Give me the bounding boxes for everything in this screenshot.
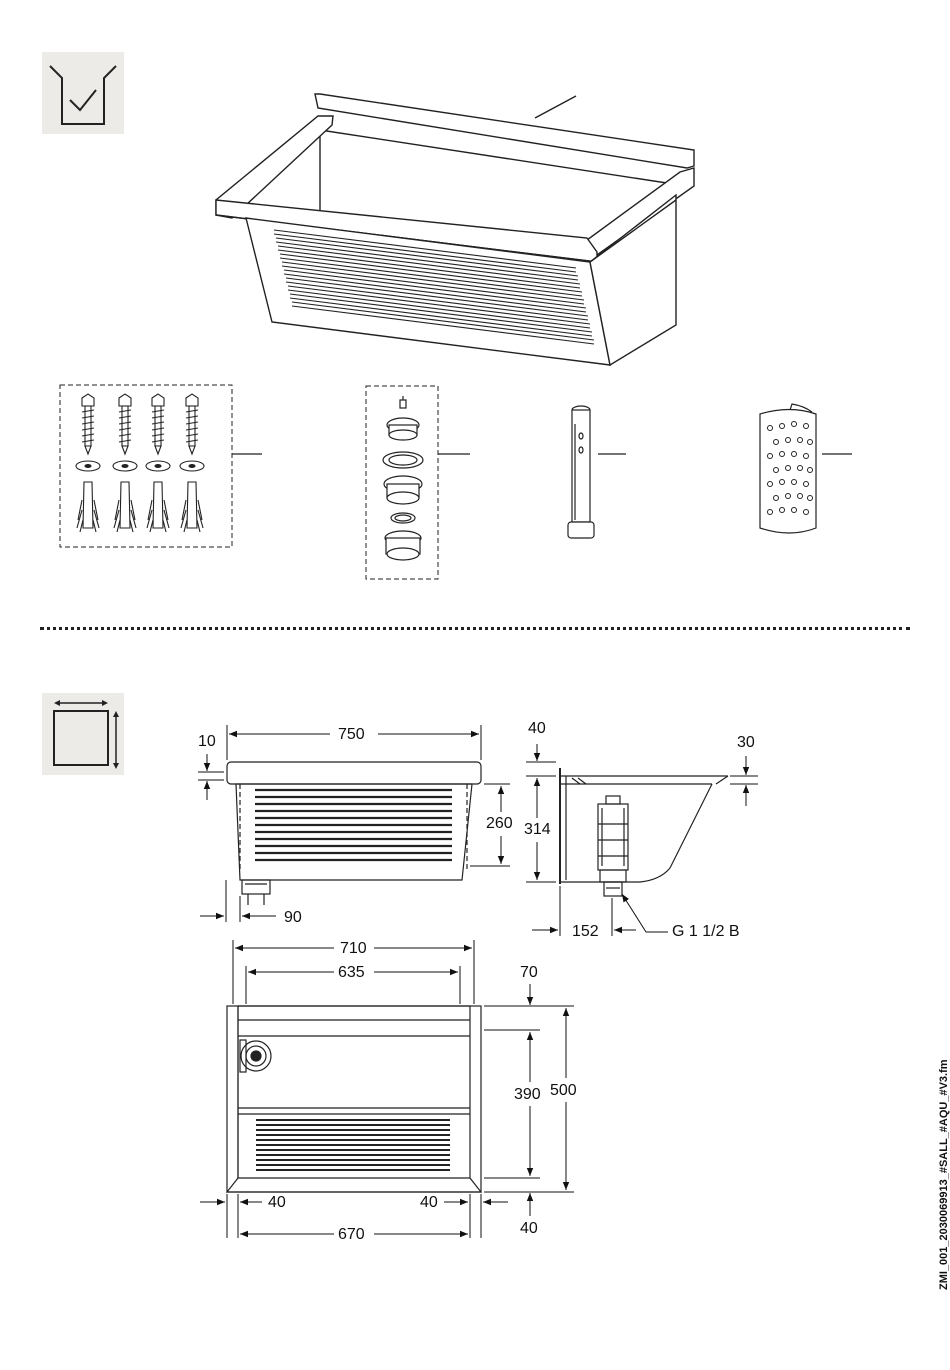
dim-side-top-offset: 40 [528,721,546,737]
sink-perspective-illustration [216,94,694,365]
front-view-drawing [227,762,481,905]
dim-top-width-outer: 710 [340,941,367,957]
side-view-drawing [560,768,728,896]
dim-bottom-width: 670 [338,1227,365,1243]
dim-side-rim: 30 [737,735,755,751]
front-view-dimension-lines [198,725,510,922]
dim-bottom-right: 40 [420,1195,438,1211]
perforated-cover-illustration [760,404,852,533]
dim-top-depth: 500 [550,1083,577,1099]
dim-top-width-inner: 635 [338,965,365,981]
dim-outlet-offset: 90 [284,910,302,926]
dim-rim-thickness: 10 [198,734,216,750]
dim-side-height: 314 [524,822,551,838]
section-separator [40,627,910,630]
dim-front-width: 750 [338,727,365,743]
dim-bottom-left: 40 [268,1195,286,1211]
dim-bottom-offset: 40 [520,1221,538,1237]
dim-side-depth: 152 [572,924,599,940]
top-view-drawing [227,1006,481,1192]
document-file-code: ZMI_001_2030069913_#SALL_#AQU_#V3.fm [938,1059,950,1290]
drain-kit-illustration [366,386,470,579]
dim-top-offset: 70 [520,965,538,981]
dim-top-inner-depth: 390 [514,1087,541,1103]
dim-front-height: 260 [486,816,513,832]
screw-kit-illustration [60,385,262,547]
dim-thread-size: G 1 1/2 B [672,924,740,940]
standpipe-illustration [568,406,626,538]
